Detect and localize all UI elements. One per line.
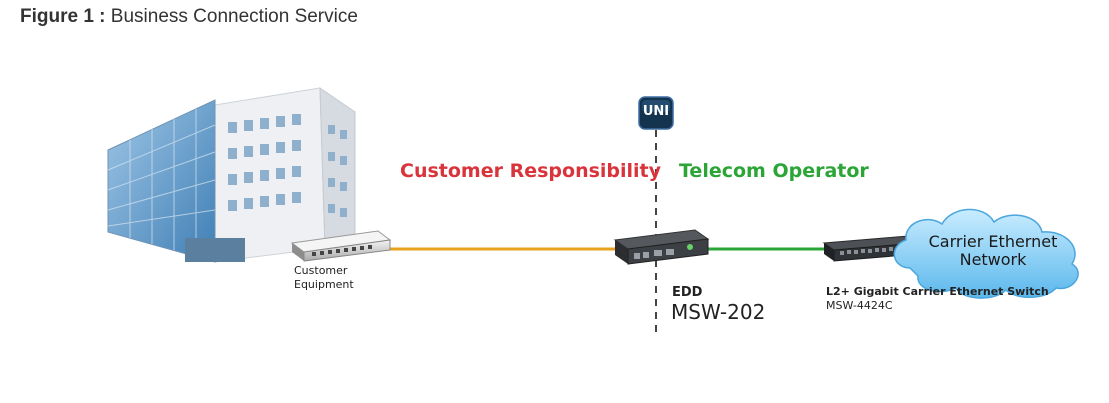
cloud-label-line1: Carrier Ethernet [928, 232, 1058, 251]
switch-description-label: L2+ Gigabit Carrier Ethernet Switch [826, 285, 1049, 298]
office-building-icon [107, 87, 356, 263]
figure-title: Figure 1 : Business Connection Service [20, 6, 358, 28]
edd-msw-202-device-icon [613, 229, 710, 265]
customer-equipment-label: Customer Equipment [294, 264, 354, 292]
cloud-label-line2: Network [959, 250, 1027, 269]
customer-equipment-label-line2: Equipment [294, 278, 354, 291]
figure-label: Figure 1 : [20, 6, 106, 27]
carrier-ethernet-cloud-icon [893, 208, 1079, 299]
customer-equipment-device-icon [290, 230, 392, 262]
switch-model-label: MSW-4424C [826, 299, 893, 312]
edd-model-label: MSW-202 [671, 300, 766, 324]
customer-equipment-label-line1: Customer [294, 264, 348, 277]
figure-title-text: Business Connection Service [110, 6, 358, 27]
customer-responsibility-label: Customer Responsibility [400, 160, 662, 182]
cloud-label: Carrier Ethernet Network [918, 233, 1068, 269]
edd-type-label: EDD [672, 285, 703, 300]
uni-label: UNI [642, 104, 670, 119]
uni-badge-icon [638, 96, 674, 130]
telecom-operator-label: Telecom Operator [679, 160, 869, 182]
